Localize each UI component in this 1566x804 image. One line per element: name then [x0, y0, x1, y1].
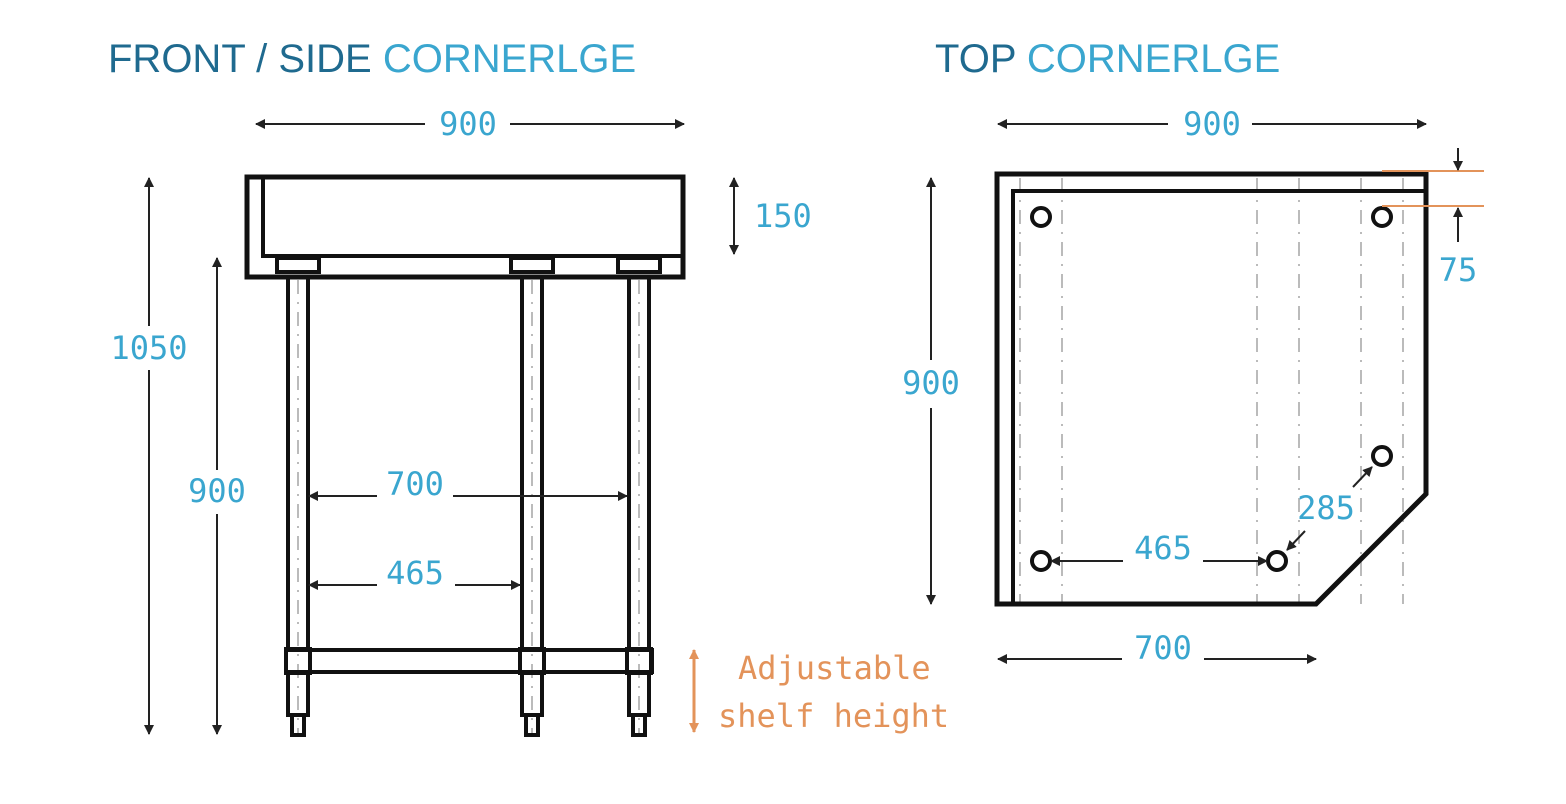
svg-text:700: 700: [1134, 629, 1192, 667]
svg-text:shelf height: shelf height: [718, 697, 949, 735]
dim-front-overall-width: 900: [255, 105, 685, 143]
legs: [284, 275, 654, 737]
svg-text:285: 285: [1297, 489, 1355, 527]
svg-text:465: 465: [386, 554, 444, 592]
svg-text:1050: 1050: [110, 329, 187, 367]
dim-top-overall-depth: 900: [902, 177, 960, 605]
dim-leg-inset: 75: [1382, 148, 1484, 289]
dim-leg-span-outer: 700: [308, 465, 628, 503]
svg-text:150: 150: [754, 197, 812, 235]
dim-overall-height: 1050: [110, 177, 188, 735]
dim-top-overall-width: 900: [997, 105, 1427, 143]
dim-bench-height: 900: [188, 257, 246, 735]
svg-text:465: 465: [1134, 529, 1192, 567]
top-view: TOP CORNERLGE 900 900: [902, 37, 1484, 667]
top-view-title: TOP CORNERLGE: [935, 37, 1280, 81]
svg-text:900: 900: [439, 105, 497, 143]
front-view-title: FRONT / SIDE CORNERLGE: [108, 37, 636, 81]
svg-text:900: 900: [188, 472, 246, 510]
svg-text:75: 75: [1439, 251, 1478, 289]
dim-front-width: 700: [997, 629, 1317, 667]
dim-splashback-height: 150: [729, 177, 812, 255]
svg-text:900: 900: [1183, 105, 1241, 143]
top-centerlines: [1019, 178, 1404, 604]
svg-text:700: 700: [386, 465, 444, 503]
bench-top: [244, 174, 686, 280]
front-view: FRONT / SIDE CORNERLGE 900 150 1050 900: [108, 37, 949, 737]
dim-leg-span-inner: 465: [308, 554, 521, 592]
dim-leg-spacing-diagonal: 285: [1286, 466, 1373, 551]
svg-text:900: 900: [902, 364, 960, 402]
top-outline: [994, 171, 1429, 607]
adjustable-shelf-note: Adjustable shelf height: [689, 649, 949, 735]
dim-leg-spacing: 465: [1050, 529, 1268, 567]
svg-text:Adjustable: Adjustable: [738, 649, 931, 687]
